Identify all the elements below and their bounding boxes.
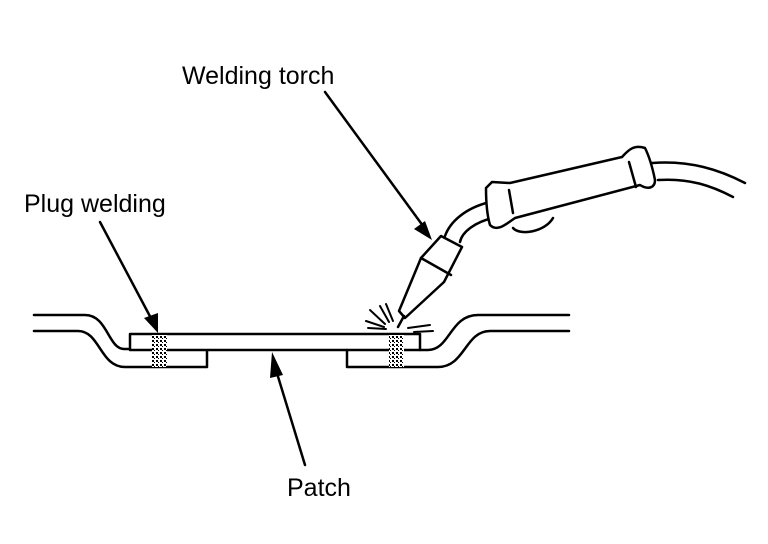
- left-panel-bottom: [32, 329, 209, 369]
- left-panel-top: [32, 313, 132, 351]
- patch: [128, 332, 422, 352]
- plug-weld-left: [152, 335, 167, 367]
- label-plug-welding: Plug welding: [24, 190, 166, 218]
- torch-trigger: [511, 216, 555, 234]
- sparks-icon: [365, 303, 434, 333]
- plug-weld-right: [389, 335, 404, 367]
- arrowhead-plug-welding: [144, 313, 158, 333]
- torch-cable-lower: [656, 178, 735, 199]
- torch-nozzle: [397, 234, 464, 320]
- arrow-welding-torch: [323, 90, 428, 232]
- label-patch: Patch: [287, 474, 351, 502]
- label-welding-torch: Welding torch: [182, 62, 335, 90]
- torch-handle: [484, 145, 657, 230]
- torch-neck-upper: [443, 200, 492, 238]
- arrow-patch: [274, 368, 307, 467]
- arrowhead-patch: [270, 352, 283, 378]
- arrowhead-welding-torch: [414, 221, 432, 240]
- torch-cable-upper: [650, 161, 747, 185]
- right-panel-top: [418, 313, 571, 352]
- arrow-plug-welding: [98, 220, 155, 324]
- right-panel-bottom: [345, 329, 571, 369]
